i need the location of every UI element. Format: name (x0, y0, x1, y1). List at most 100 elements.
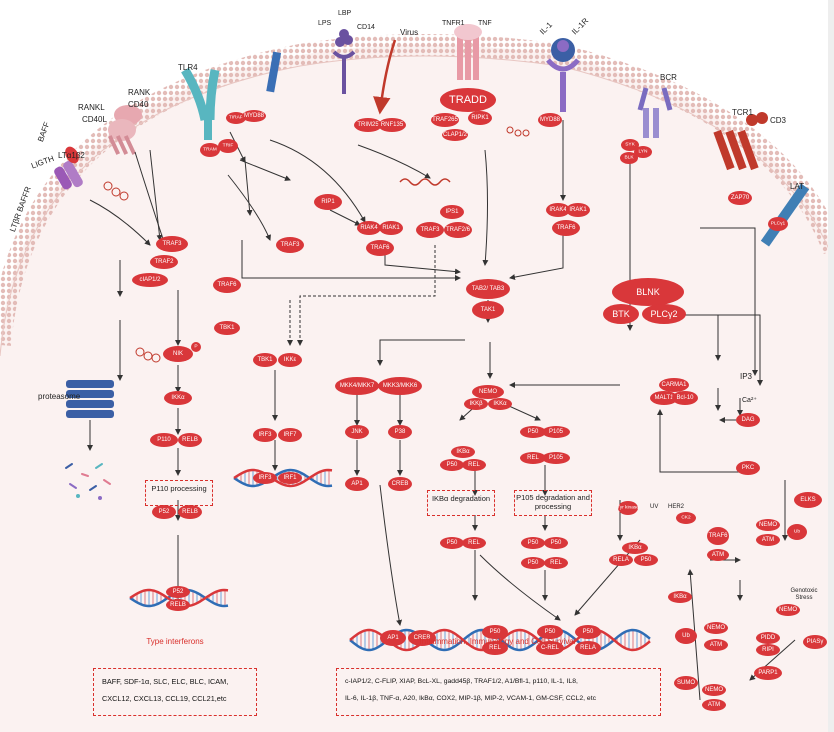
node-mkk36: MKK3/MKK6 (378, 377, 422, 395)
p110-processing-box: P110 processing (145, 480, 213, 506)
node-shape (575, 625, 601, 639)
node-label: RIPK1 (471, 115, 489, 121)
node-label: TRAF265 (432, 117, 458, 123)
node-shape (242, 110, 266, 122)
node-shape (440, 205, 464, 219)
node-shape (736, 461, 760, 475)
node-shape (521, 537, 545, 549)
node-label: CLAP1/2 (443, 132, 468, 138)
node-rela2: RELA (575, 641, 601, 655)
node-label: TRIF (223, 143, 234, 149)
node-ciap: cIAP1/2 (132, 273, 168, 287)
node-shape (464, 398, 488, 410)
node-tab: TAB2/ TAB3 (466, 279, 510, 299)
node-label: RELA (613, 557, 629, 563)
node-traf6a: TRAF6 (213, 277, 241, 293)
node-ub1: Ub (787, 524, 807, 540)
node-shape (451, 446, 475, 458)
node-shape (622, 542, 648, 554)
node-label: TRAF3 (280, 242, 300, 248)
node-label: IRF1 (283, 475, 297, 481)
node-parp1: PARP1 (754, 666, 782, 680)
node-relb2: RELB (178, 505, 202, 519)
node-label: PLCγ1 (771, 221, 786, 227)
node-relb3: RELB (166, 599, 190, 611)
node-shape (521, 557, 545, 569)
node-label: P110 (157, 437, 171, 443)
node-traf6d: TRAF6 (707, 527, 729, 545)
proteasome-icon (66, 380, 114, 418)
node-shape (462, 459, 486, 471)
node-shape (650, 391, 678, 405)
tlr4-receptor (181, 67, 220, 140)
dna-mid-strand (233, 468, 333, 488)
label: LBP (338, 10, 352, 17)
node-shape (707, 549, 729, 561)
node-shape (618, 501, 638, 515)
node-label: IKBα (628, 545, 642, 551)
node-label: TAB2/ TAB3 (472, 286, 505, 292)
node-shape (191, 342, 201, 352)
node-shape (702, 684, 726, 696)
node-shape (440, 537, 464, 549)
node-label: ELKS (800, 497, 815, 503)
node-traf3a: TRAF3 (156, 236, 188, 252)
node-plcy1: PLCγ1 (768, 217, 788, 231)
node-shape (253, 353, 277, 367)
node-traf2a: TRAF2 (150, 255, 178, 269)
node-creb: CREB (388, 477, 412, 491)
node-shape (787, 524, 807, 540)
node-label: TRIM25 (357, 122, 379, 128)
node-p38: P38 (388, 425, 412, 439)
node-shape (379, 221, 403, 235)
label: LPS (318, 20, 332, 27)
ikba-degradation-box: IKBα degradation (427, 490, 495, 516)
node-shape (132, 273, 168, 287)
label: TNFR1 (442, 20, 465, 27)
node-ripk1: RIPK1 (468, 111, 492, 125)
node-label: NEMO (479, 389, 497, 395)
node-shape (794, 492, 822, 508)
gene-line: c-IAP1/2, C-FLIP, XIAP, BcL-XL, gadd45β,… (345, 678, 578, 685)
node-p50h: P50 (482, 625, 508, 639)
node-label: RELB (182, 437, 198, 443)
node-p105b: P105 (542, 452, 570, 464)
genotoxic-stress-label: Genotoxic Stress (790, 588, 818, 601)
node-myd88b: MYD88 (538, 113, 562, 127)
node-shape (178, 433, 202, 447)
node-atm4: ATM (702, 699, 726, 711)
node-label: P105 (549, 429, 564, 435)
node-ikka2: IKKα (488, 398, 512, 410)
node-shape (674, 676, 698, 690)
node-shape (542, 452, 570, 464)
node-label: TRAF3 (420, 227, 440, 233)
node-label: PIDD (761, 635, 776, 641)
node-label: JNK (351, 429, 362, 435)
node-label: TRAF6 (370, 245, 390, 251)
node-rel3: REL (520, 452, 546, 464)
node-shape (378, 118, 406, 132)
node-label: IRF7 (283, 432, 297, 438)
node-ikka1: IKKα (164, 391, 192, 405)
node-dag: DAG (736, 413, 760, 427)
node-label: P50 (490, 629, 501, 635)
md2-receptor (266, 51, 282, 93)
node-clap: CLAP1/2 (442, 129, 468, 141)
node-plcy2: PLCγ2 (642, 304, 686, 324)
node-shape (150, 433, 178, 447)
node-label: PARP1 (758, 670, 778, 676)
node-shape (214, 321, 240, 335)
node-elks: ELKS (794, 492, 822, 508)
node-shape (488, 398, 512, 410)
ubiquitin-chains (103, 126, 530, 363)
node-label: P50 (545, 629, 556, 635)
node-p50d: P50 (521, 537, 545, 549)
node-label: SYK (625, 142, 635, 148)
node-shape (702, 699, 726, 711)
node-label: Tyr kinase (617, 505, 639, 511)
node-shape (542, 426, 570, 438)
node-shape (213, 277, 241, 293)
node-label: SUMO (677, 680, 695, 686)
node-rela1: RELA (609, 554, 633, 566)
node-shape (166, 586, 190, 598)
